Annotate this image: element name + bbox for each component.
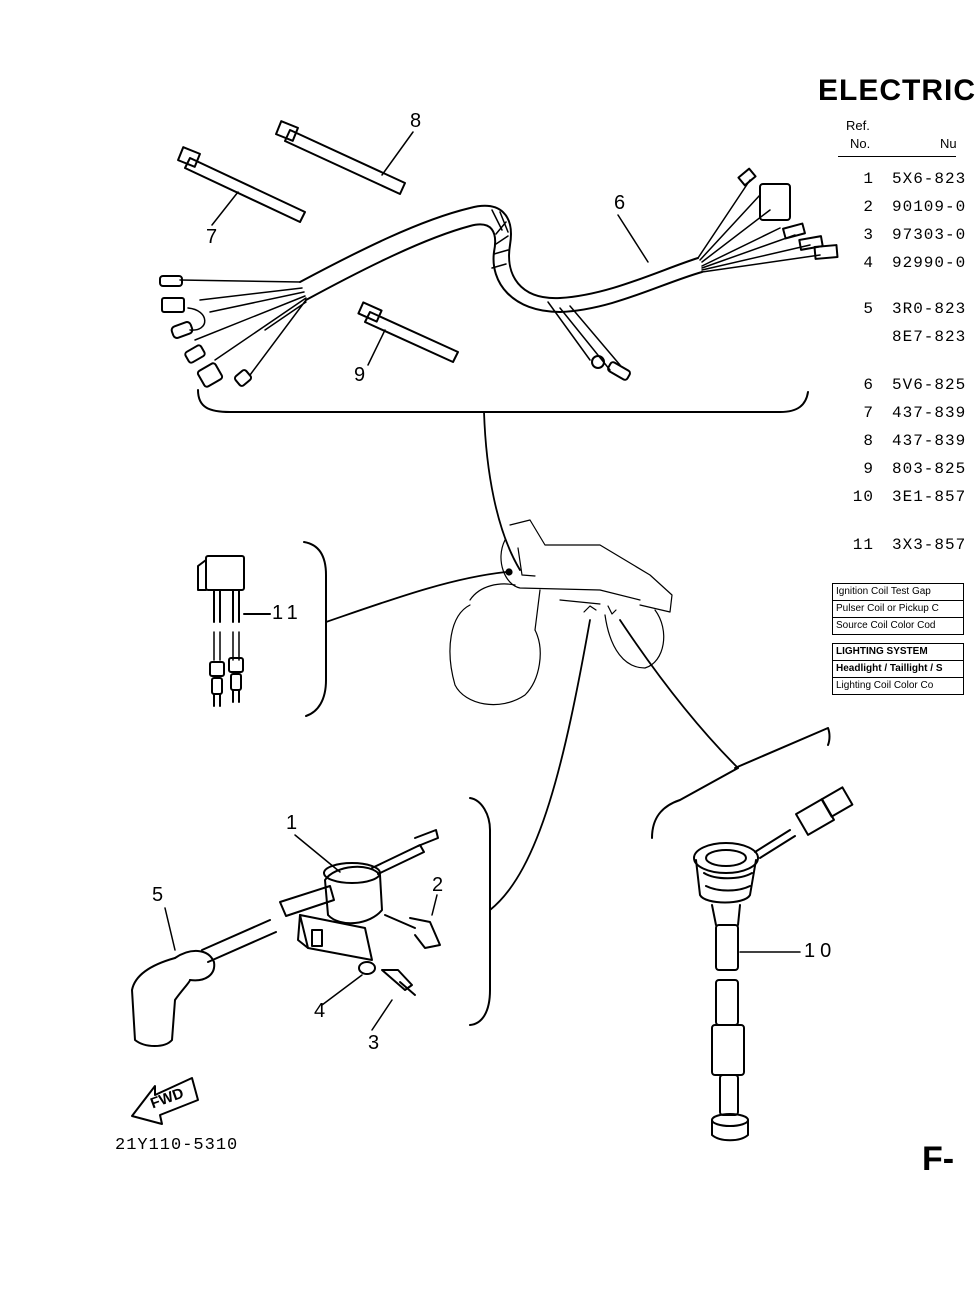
ref-number: 1 <box>863 170 874 188</box>
ref-number: 6 <box>863 376 874 394</box>
part-number: 3R0-823 <box>892 300 967 318</box>
lead-wire-icon <box>197 541 327 717</box>
spec-row: Lighting Coil Color Co <box>836 680 934 691</box>
ref-number: 11 <box>852 536 874 554</box>
ref-number: 3 <box>863 226 874 244</box>
callout-6: 6 <box>614 192 626 214</box>
spec-row: Pulser Coil or Pickup C <box>833 601 963 618</box>
ref-header: Ref. <box>846 118 870 133</box>
ignition-coil-icon <box>131 797 491 1047</box>
ignition-spec-table: Ignition Coil Test Gap Pulser Coil or Pi… <box>832 583 964 635</box>
page-title: ELECTRIC <box>818 74 976 107</box>
part-number: 437-839 <box>892 432 967 450</box>
routing-line <box>483 411 521 571</box>
parts-diagram <box>131 120 854 1142</box>
routing-line <box>489 619 591 911</box>
ref-number: 5 <box>863 300 874 318</box>
ref-number: 2 <box>863 198 874 216</box>
spec-row: Headlight / Taillight / S <box>833 661 963 678</box>
part-number: 5X6-823 <box>892 170 967 188</box>
routing-line <box>325 571 507 623</box>
part-number: 803-825 <box>892 460 967 478</box>
callout-11: 11 <box>272 602 303 624</box>
part-number: 90109-0 <box>892 198 967 216</box>
ref-number: 7 <box>863 404 874 422</box>
ref-number: 10 <box>852 488 874 506</box>
callout-7: 7 <box>206 226 218 248</box>
ref-number: 9 <box>863 460 874 478</box>
wire-harness-icon <box>159 120 839 413</box>
lighting-spec-table: LIGHTING SYSTEM Headlight / Taillight / … <box>832 643 964 695</box>
page-code: F- <box>922 1140 955 1178</box>
part-number: 92990-0 <box>892 254 967 272</box>
spec-row: Source Coil Color Cod <box>836 620 936 631</box>
part-number: 3E1-857 <box>892 488 967 506</box>
callout-10: 10 <box>804 940 837 962</box>
spec-row: Ignition Coil Test Gap <box>833 584 963 601</box>
ref-number: 8 <box>863 432 874 450</box>
vehicle-outline-icon <box>449 519 673 706</box>
callout-5: 5 <box>152 884 164 906</box>
callout-2: 2 <box>432 874 444 896</box>
part-number: 3X3-857 <box>892 536 967 554</box>
part-number: 437-839 <box>892 404 967 422</box>
callout-8: 8 <box>410 110 422 132</box>
part-number: 8E7-823 <box>892 328 967 346</box>
no-header: No. <box>850 136 871 151</box>
header-divider <box>838 156 956 157</box>
callout-1: 1 <box>286 812 298 834</box>
ref-number: 4 <box>863 254 874 272</box>
routing-line <box>619 619 739 769</box>
fwd-arrow-icon <box>131 1077 199 1125</box>
sensor-lead-icon <box>651 727 854 1142</box>
part-number-header: Nu <box>940 136 957 151</box>
part-number: 5V6-825 <box>892 376 967 394</box>
callout-4: 4 <box>314 1000 326 1022</box>
callout-3: 3 <box>368 1032 380 1054</box>
figure-code: 21Y110-5310 <box>115 1136 239 1155</box>
part-number: 97303-0 <box>892 226 967 244</box>
callout-9: 9 <box>354 364 366 386</box>
spec-heading: LIGHTING SYSTEM <box>833 644 963 661</box>
